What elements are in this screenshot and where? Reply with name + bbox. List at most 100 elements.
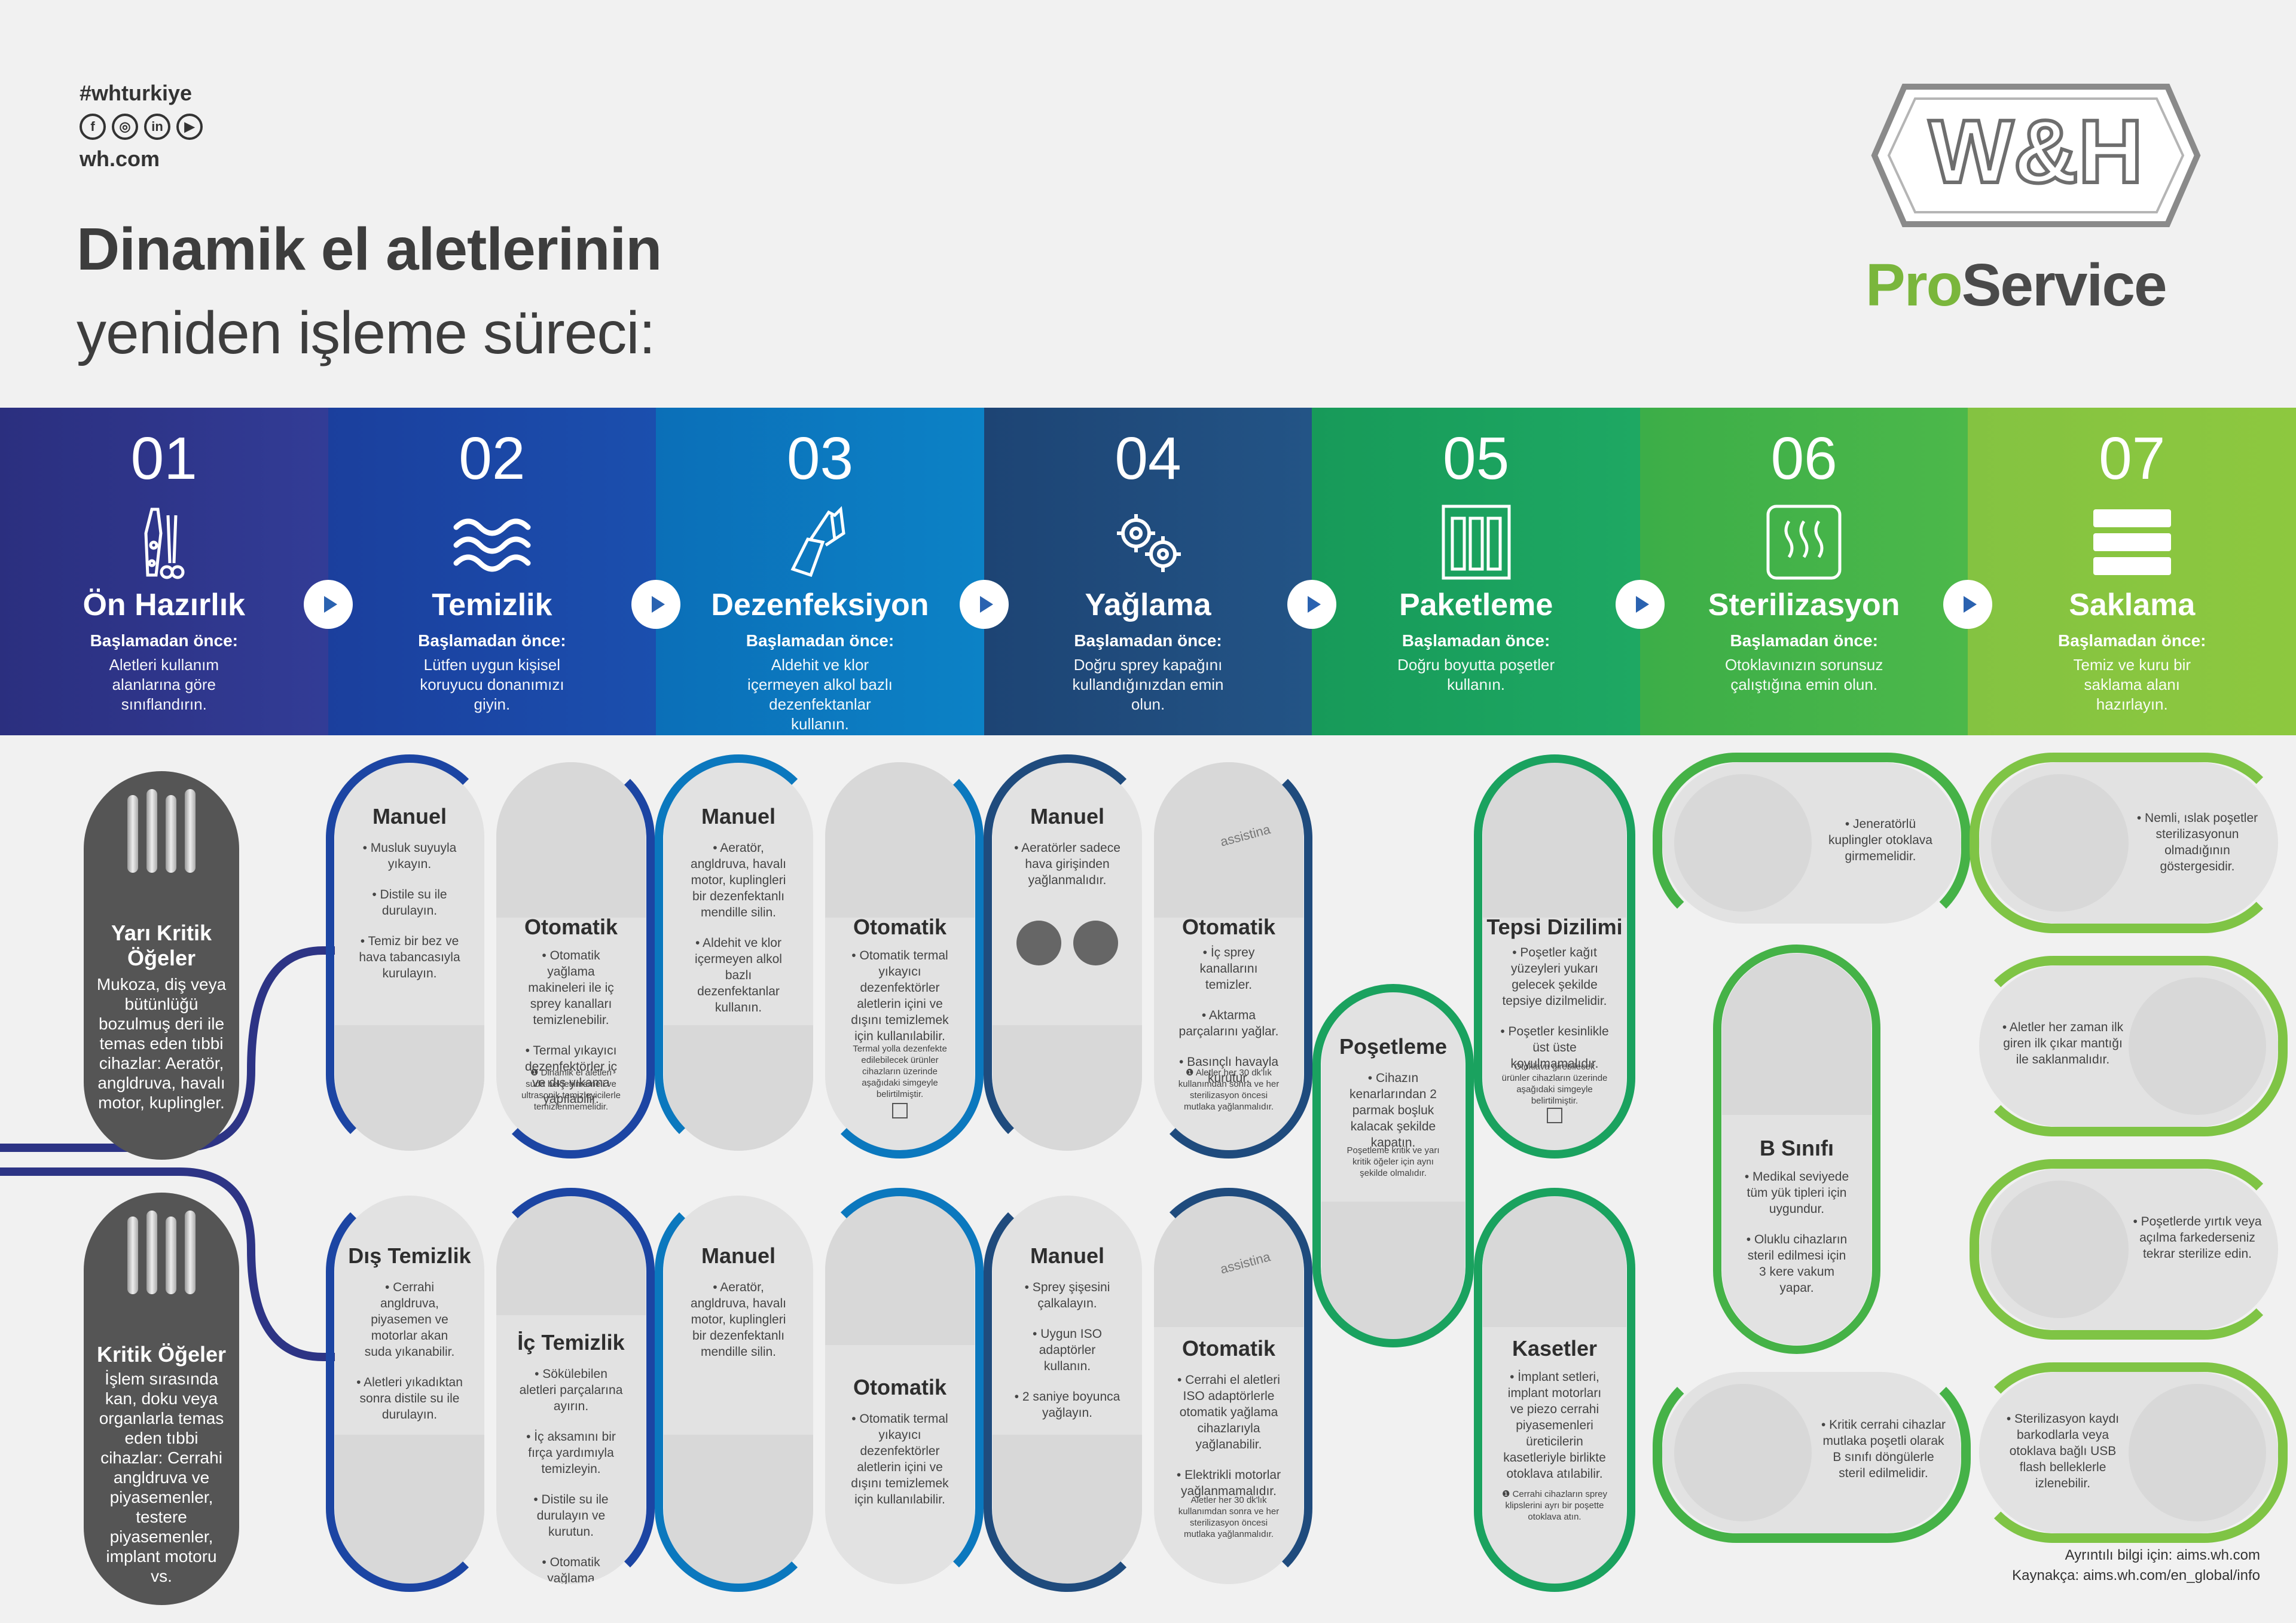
step-pre: Başlamadan önce: [1074,631,1222,650]
next-arrow-icon [631,580,681,629]
pouch-icon [1442,505,1511,580]
card-body: • Aeratör, angldruva, havalı motor, kupl… [685,1279,792,1374]
storage-icon [2093,509,2171,575]
step-01: 01 Ön Hazırlık Başlamadan önce: Aletleri… [0,408,353,735]
bullet: • Otomatik yağlama makineleri ile iç spr… [528,949,614,1027]
bullet: • Elektrikli motorlar yağlanmamalıdır. [1176,1468,1281,1498]
step-desc: Lütfen uygun kişisel koruyucu donanımızı… [420,656,564,713]
process-steps-band: 01 Ön Hazırlık Başlamadan önce: Aletleri… [0,408,2296,735]
card-outline [1653,753,1971,933]
linkedin-icon[interactable]: in [144,114,170,140]
card-body: • Musluk suyuyla yıkayın. • Distile su i… [356,840,463,996]
bullet: • Temiz bir bez ve hava tabancasıyla kur… [359,934,460,980]
step-pre: Başlamadan önce: [1402,631,1550,650]
step-name: Saklama [2069,588,2196,622]
card-outline [984,1188,1151,1592]
step-number: 05 [1442,425,1510,492]
footer-info: Ayrıntılı bilgi için: aims.wh.com [2065,1547,2260,1563]
step-number: 02 [459,425,526,492]
social-links: f ◎ in ▶ [80,114,203,140]
step-pre: Başlamadan önce: [746,631,894,650]
step-desc: Aldehit ve klor içermeyen alkol bazlı de… [747,656,893,733]
step-name: Dezenfeksiyon [711,588,929,622]
card-outline [1653,1362,1971,1543]
next-arrow-icon [1943,580,1993,629]
brand-service: Service [1961,252,2167,319]
bullet: • Medikal seviyede tüm yük tipleri için … [1744,1170,1849,1216]
bullet: • Musluk suyuyla yıkayın. [362,841,457,871]
step-name: Ön Hazırlık [83,588,246,622]
bullet: • Otomatik termal yıkayıcı dezenfektörle… [851,1412,949,1506]
bullet: • Sökülebilen aletleri parçalarına ayırı… [519,1367,623,1413]
card-title: B Sınıfı [1760,1136,1834,1160]
card-title: Otomatik [853,915,947,939]
hashtag: #whturkiye [80,81,193,105]
card-outline [1145,1188,1312,1592]
card-outline [816,1188,984,1592]
bullet: • Poşetler kağıt yüzeyleri yukarı gelece… [1502,946,1607,1008]
bullet: • Aldehit ve klor içermeyen alkol bazlı … [695,936,782,1014]
card-outline [984,754,1151,1159]
instagram-icon[interactable]: ◎ [112,114,138,140]
step-name: Sterilizasyon [1708,588,1900,622]
bullet: • Cihazın kenarlarından 2 parmak boşluk … [1349,1071,1437,1150]
card-outline [1474,754,1635,1159]
bullet: • Aktarma parçalarını yağlar. [1178,1008,1279,1038]
spray-cap-wrong-icon [1073,921,1118,965]
card-title: Otomatik [853,1375,947,1399]
bullet: • Aletleri yıkadıktan sonra distile su i… [356,1376,463,1422]
card-outline [487,754,655,1159]
website-link[interactable]: wh.com [80,146,160,171]
brand-pro: Pro [1866,252,1963,319]
critical-title: Kritik Öğeler [96,1342,227,1367]
proservice-brand: ProService [1866,251,2167,320]
facebook-icon[interactable]: f [80,114,106,140]
card-outline [1970,1362,2288,1543]
bullet: • Cerrahi angldruva, piyasemen ve motorl… [364,1280,455,1359]
card-body: • Cerrahi el aletleri ISO adaptörlerle o… [1176,1372,1282,1514]
step-name: Temizlik [432,588,552,622]
page-title-line1: Dinamik el aletlerinin [77,216,662,283]
card-outline [1970,956,2288,1136]
step-pre: Başlamadan önce: [418,631,566,650]
bullet: • Poşetler kesinlikle üst üste koyulmama… [1500,1025,1609,1071]
bullet: • Otomatik termal yıkayıcı dezenfektörle… [851,949,949,1043]
next-arrow-icon [303,580,353,629]
card-outline [326,754,493,1159]
card-outline [326,1188,493,1592]
next-arrow-icon [1615,580,1665,629]
card-body: • İç sprey kanallarını temizler. • Aktar… [1176,945,1282,1101]
bullet: • Aeratörler sadece hava girişinden yağl… [1014,841,1120,887]
step-pre: Başlamadan önce: [1730,631,1878,650]
bullet: • Distile su ile durulayın. [372,888,447,918]
step-desc: Otoklavınızın sorunsuz çalıştığına emin … [1724,656,1883,693]
card-outline [1713,945,1880,1354]
card-title: İç Temizlik [517,1330,625,1355]
bullet: • Sprey şişesini çalkalayın. [1024,1280,1110,1310]
semi-critical-desc: Mukoza, diş veya bütünlüğü bozulmuş deri… [96,975,227,1112]
youtube-icon[interactable]: ▶ [176,114,203,140]
flow-connectors [0,946,335,1361]
surgical-handpieces-image [84,1211,239,1300]
step-05: 05 Paketleme Başlamadan önce: Doğru boyu… [1312,408,1665,735]
card-outline [655,754,822,1159]
wh-logo: W&H [1871,84,2201,227]
bullet: • Uygun ISO adaptörler kullanın. [1033,1327,1102,1373]
semi-critical-title: Yarı Kritik Öğeler [111,921,212,970]
step-number: 03 [786,425,854,492]
card-body: • Aeratörler sadece hava girişinden yağl… [1014,840,1120,903]
card-outline [1970,1159,2288,1340]
step-number: 06 [1770,425,1837,492]
step-desc: Doğru sprey kapağını kullandığınızdan em… [1072,656,1224,713]
steam-icon [1766,505,1842,580]
water-waves-icon [453,518,531,572]
card-outline [1145,754,1312,1159]
card-body: • Otomatik termal yıkayıcı dezenfektörle… [847,947,953,1059]
step-pre: Başlamadan önce: [90,631,238,650]
step-desc: Doğru boyutta poşetler kullanın. [1397,656,1555,693]
card-title: Kasetler [1512,1336,1598,1361]
step-pre: Başlamadan önce: [2058,631,2206,650]
card-note: Poşetleme kritik ve yarı kritik öğeler i… [1347,1145,1440,1178]
card-outline [655,1188,822,1592]
card-outline [487,1188,655,1592]
